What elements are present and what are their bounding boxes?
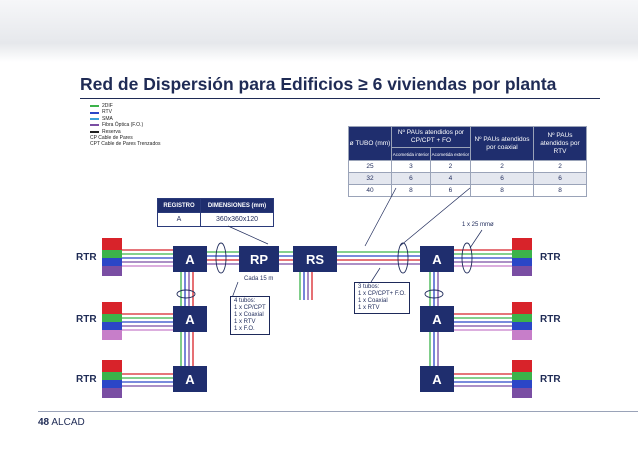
table-cell: 32: [348, 172, 392, 185]
right-rtr-stacks: [512, 238, 532, 398]
registro-box-a: A: [420, 246, 454, 272]
page-number: 48: [38, 417, 50, 428]
right-branches: [452, 249, 512, 387]
left-rtr-stacks: [102, 238, 122, 398]
four-tubes-note: 4 tubos: 1 x CP/CPT 1 x Coaxial 1 x RTV …: [230, 296, 270, 335]
header-cell: Nº PAUs atendidos por coaxial: [470, 126, 534, 161]
table-cell: 6: [429, 184, 472, 197]
tube-marker: [215, 242, 227, 274]
header-cell: Nº PAUs atendidos por CP/CPT + FO: [391, 126, 471, 148]
cada-label: Cada 15 m: [244, 276, 274, 282]
tube-marker: [461, 242, 473, 274]
rtr-label: RTR: [76, 252, 97, 263]
table-header-row: ø TUBO (mm) Nº PAUs atendidos por CP/CPT…: [348, 126, 587, 161]
registro-paso-box: RP: [239, 246, 279, 272]
tube-capacity-table: ø TUBO (mm) Nº PAUs atendidos por CP/CPT…: [348, 126, 587, 197]
legend-item: Fibra Óptica (F.O.): [90, 122, 161, 128]
rtr-label: RTR: [540, 252, 561, 263]
table-header-row: REGISTRO DIMENSIONES (mm): [157, 198, 274, 213]
leader-line: [370, 267, 381, 283]
registro-secundario-box: RS: [293, 246, 337, 272]
rs-riser: [299, 272, 313, 300]
leader-line: [227, 225, 269, 245]
table-cell: 40: [348, 184, 392, 197]
table-cell: 8: [391, 184, 431, 197]
table-cell: 360x360x120: [200, 212, 274, 227]
registro-table: REGISTRO DIMENSIONES (mm) A 360x360x120: [157, 198, 274, 227]
registro-box-a: A: [420, 366, 454, 392]
legend: 2DIF RTV SMA Fibra Óptica (F.O.) Reserva…: [90, 103, 161, 148]
tube-marker: [424, 289, 444, 299]
table-row: 25 3 2 2 2: [348, 160, 587, 173]
legend-swatch: [90, 124, 99, 127]
leader-line: [364, 187, 397, 247]
rtr-label: RTR: [540, 374, 561, 385]
table-cell: 4: [429, 172, 472, 185]
registro-box-a: A: [420, 306, 454, 332]
table-cell: 8: [533, 184, 587, 197]
legend-item: SMA: [90, 116, 161, 122]
page-title: Red de Dispersión para Edificios ≥ 6 viv…: [80, 74, 557, 94]
footer: 48 ALCAD: [38, 417, 85, 428]
table-cell: 6: [470, 172, 534, 185]
leader-line: [231, 281, 239, 299]
rtr-label: RTR: [540, 314, 561, 325]
title-divider: [80, 98, 600, 99]
legend-item: Reserva: [90, 129, 161, 135]
rtr-label: RTR: [76, 374, 97, 385]
table-row: 40 8 6 8 8: [348, 184, 587, 197]
legend-swatch: [90, 105, 99, 108]
left-branches: [122, 249, 173, 387]
legend-item: 2DIF: [90, 103, 161, 109]
three-tubes-note: 3 tubos: 1 x CP/CPT+ F.O. 1 x Coaxial 1 …: [354, 282, 410, 314]
footer-divider: [38, 411, 638, 412]
legend-swatch: [90, 111, 99, 114]
registro-box-a: A: [173, 306, 207, 332]
rtr-label: RTR: [76, 314, 97, 325]
legend-item: CPT Cable de Pares Trenzados: [90, 141, 161, 148]
legend-item: CP Cable de Pares: [90, 134, 133, 141]
tube-marker: [397, 242, 409, 274]
legend-swatch: [90, 130, 99, 133]
registro-box-a: A: [173, 246, 207, 272]
tube-size-label: 1 x 25 mmø: [462, 222, 494, 228]
table-row: A 360x360x120: [157, 212, 274, 227]
brand-name: ALCAD: [51, 417, 85, 428]
tube-marker: [176, 289, 196, 299]
leader-line: [469, 229, 483, 249]
registro-box-a: A: [173, 366, 207, 392]
leader-line: [399, 187, 471, 247]
legend-swatch: [90, 117, 99, 120]
header-cell: REGISTRO: [157, 198, 201, 213]
top-banner: [0, 0, 638, 62]
legend-item: RTV: [90, 109, 161, 115]
header-cell: Nº PAUs atendidos por RTV: [533, 126, 587, 161]
header-cell: DIMENSIONES (mm): [200, 198, 274, 213]
